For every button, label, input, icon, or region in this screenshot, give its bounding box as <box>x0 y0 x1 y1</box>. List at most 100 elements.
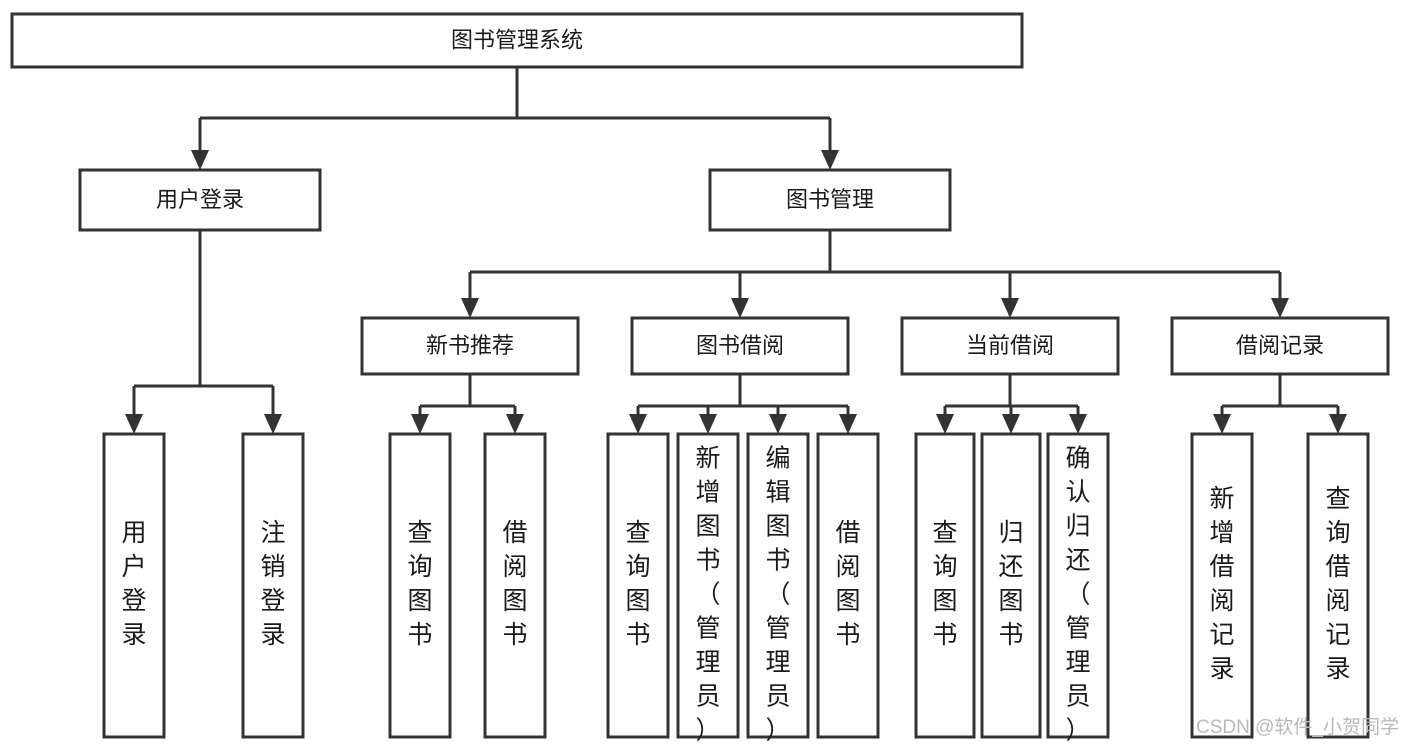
book-manage-arrow-icon <box>461 298 479 318</box>
book-manage-arrow-icon <box>1271 298 1289 318</box>
book-manage-arrow-icon <box>1001 298 1019 318</box>
node-leaf-borrow-book-2-label-char: 图 <box>835 587 860 615</box>
node-current-borrow-box[interactable] <box>900 316 1120 376</box>
node-leaf-borrow-book-1-label-char: 借 <box>502 519 527 547</box>
node-leaf-query-record-label-char: 阅 <box>1325 587 1350 615</box>
node-leaf-query-book-2-label-char: 查 <box>625 519 650 547</box>
book-borrow-arrow-icon <box>839 414 857 434</box>
node-leaf-edit-book-label-char: 书 <box>765 547 790 575</box>
new-book-rec-arrow-icon <box>506 414 524 434</box>
node-new-book-rec-label: 新书推荐 <box>426 333 514 358</box>
node-leaf-borrow-book-2-label-char: 借 <box>835 519 860 547</box>
node-leaf-query-record-label-char: 记 <box>1325 621 1350 649</box>
node-leaf-borrow-book-1-box[interactable] <box>483 432 547 739</box>
node-borrow-record-box[interactable] <box>1170 316 1390 376</box>
node-leaf-confirm-return-label-char: 还 <box>1065 547 1090 575</box>
node-user-login[interactable]: 用户登录 <box>78 168 322 232</box>
node-leaf-edit-book-label-char: 图 <box>765 513 790 541</box>
node-leaf-query-book-3-label-char: 书 <box>932 621 957 649</box>
node-leaf-add-book-label-char: 理 <box>695 649 720 677</box>
node-leaf-confirm-return-label-char: 理 <box>1065 649 1090 677</box>
node-leaf-query-book-2-box[interactable] <box>606 432 670 739</box>
node-leaf-edit-book-label-char: 员 <box>765 683 790 711</box>
node-leaf-user-login-label-char: 户 <box>121 553 146 581</box>
borrow-record-arrow-icon <box>1213 414 1231 434</box>
node-leaf-query-book-1-label-char: 询 <box>407 553 432 581</box>
node-leaf-borrow-book-1-label-char: 书 <box>502 621 527 649</box>
node-leaf-user-login-label-char: 登 <box>121 587 146 615</box>
node-leaf-add-record-label-char: 阅 <box>1209 587 1234 615</box>
node-user-login-label: 用户登录 <box>156 187 244 212</box>
node-book-borrow[interactable]: 图书借阅 <box>630 316 850 376</box>
node-leaf-borrow-book-2-label-char: 阅 <box>835 553 860 581</box>
node-leaf-borrow-book-1-label-char: 阅 <box>502 553 527 581</box>
node-leaf-add-book-box[interactable] <box>676 432 740 739</box>
node-leaf-return-book-box[interactable] <box>980 432 1042 739</box>
node-leaf-confirm-return-label-char: 归 <box>1065 513 1090 541</box>
node-leaf-user-login-box[interactable] <box>102 432 166 739</box>
node-current-borrow[interactable]: 当前借阅 <box>900 316 1120 376</box>
node-new-book-rec[interactable]: 新书推荐 <box>360 316 580 376</box>
node-leaf-add-record-label-char: 新 <box>1209 485 1234 513</box>
node-leaf-query-record-label-char: 查 <box>1325 485 1350 513</box>
node-book-manage[interactable]: 图书管理 <box>708 168 952 232</box>
node-leaf-add-record-label-char: 录 <box>1209 655 1234 683</box>
borrow-record-arrow-icon <box>1329 414 1347 434</box>
node-book-manage-box[interactable] <box>708 168 952 232</box>
book-manage-arrow-icon <box>731 298 749 318</box>
node-leaf-logout-label-char: 注 <box>260 519 285 547</box>
node-leaf-confirm-return-label-char: 员 <box>1065 683 1090 711</box>
node-leaf-edit-book-label-char: 管 <box>765 615 790 643</box>
book-borrow-arrow-icon <box>629 414 647 434</box>
current-borrow-arrow-icon <box>1002 414 1020 434</box>
node-leaf-confirm-return-box[interactable] <box>1046 432 1110 739</box>
node-root-system-box[interactable] <box>10 12 1024 69</box>
node-leaf-query-record-label-char: 借 <box>1325 553 1350 581</box>
node-leaf-edit-book-box[interactable] <box>746 432 810 739</box>
node-leaf-edit-book-label-char: ） <box>765 717 790 745</box>
node-leaf-return-book-label-char: 书 <box>998 621 1023 649</box>
node-leaf-add-book-label-char: （ <box>695 581 720 609</box>
node-borrow-record[interactable]: 借阅记录 <box>1170 316 1390 376</box>
book-borrow-arrow-icon <box>769 414 787 434</box>
node-user-login-box[interactable] <box>78 168 322 232</box>
new-book-rec-arrow-icon <box>411 414 429 434</box>
node-leaf-query-book-1-box[interactable] <box>388 432 452 739</box>
csdn-watermark: CSDN @软件_小贺同学 <box>1196 716 1399 738</box>
node-leaf-query-book-1-label-char: 图 <box>407 587 432 615</box>
node-leaf-add-book-label-char: 管 <box>695 615 720 643</box>
node-leaf-query-book-3-label-char: 询 <box>932 553 957 581</box>
node-book-borrow-label: 图书借阅 <box>696 333 784 358</box>
node-leaf-add-record-box[interactable] <box>1190 432 1254 739</box>
node-leaf-query-book-3-label-char: 查 <box>932 519 957 547</box>
node-leaf-add-book-label-char: 员 <box>695 683 720 711</box>
node-root-system[interactable]: 图书管理系统 <box>10 12 1024 69</box>
node-leaf-confirm-return-label-char: ） <box>1065 717 1090 745</box>
node-leaf-query-book-2-label-char: 图 <box>625 587 650 615</box>
node-leaf-logout-box[interactable] <box>241 432 305 739</box>
node-leaf-user-login[interactable]: 用户登录 <box>102 432 166 739</box>
node-leaf-borrow-book-2-box[interactable] <box>816 432 880 739</box>
node-leaf-query-book-3-box[interactable] <box>914 432 976 739</box>
node-leaf-return-book-label-char: 还 <box>998 553 1023 581</box>
node-leaf-user-login-label-char: 用 <box>121 519 146 547</box>
node-leaf-add-book-label-char: 图 <box>695 513 720 541</box>
node-book-borrow-box[interactable] <box>630 316 850 376</box>
node-layer: 图书管理系统用户登录图书管理新书推荐图书借阅当前借阅借阅记录用户登录注销登录查询… <box>10 12 1390 745</box>
node-leaf-query-record-box[interactable] <box>1306 432 1370 739</box>
node-new-book-rec-box[interactable] <box>360 316 580 376</box>
node-leaf-add-book-label-char: 增 <box>695 479 720 507</box>
